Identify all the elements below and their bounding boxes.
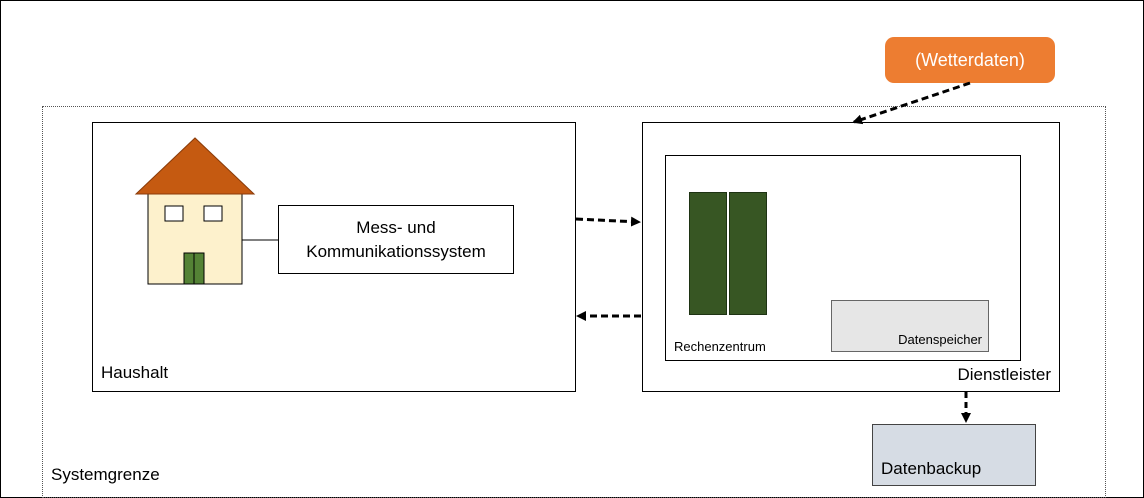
server-rack-icon (689, 192, 727, 315)
weather-data-box: (Wetterdaten) (885, 37, 1055, 83)
service-provider-label: Dienstleister (957, 365, 1051, 384)
data-storage-box: Datenspeicher (831, 300, 989, 352)
house-icon (134, 137, 256, 285)
arrow-household-to-provider (575, 216, 641, 227)
data-storage-label: Datenspeicher (898, 332, 982, 347)
household-label: Haushalt (101, 363, 169, 382)
system-boundary-label: Systemgrenze (51, 465, 160, 484)
metering-communication-box: Mess- und Kommunikationssystem (278, 205, 514, 274)
data-backup-label: Datenbackup (881, 459, 982, 478)
data-backup-box: Datenbackup (872, 424, 1036, 486)
data-center-label: Rechenzentrum (674, 339, 766, 354)
server-rack-icon (729, 192, 767, 315)
arrow-weather-to-provider (852, 81, 971, 125)
